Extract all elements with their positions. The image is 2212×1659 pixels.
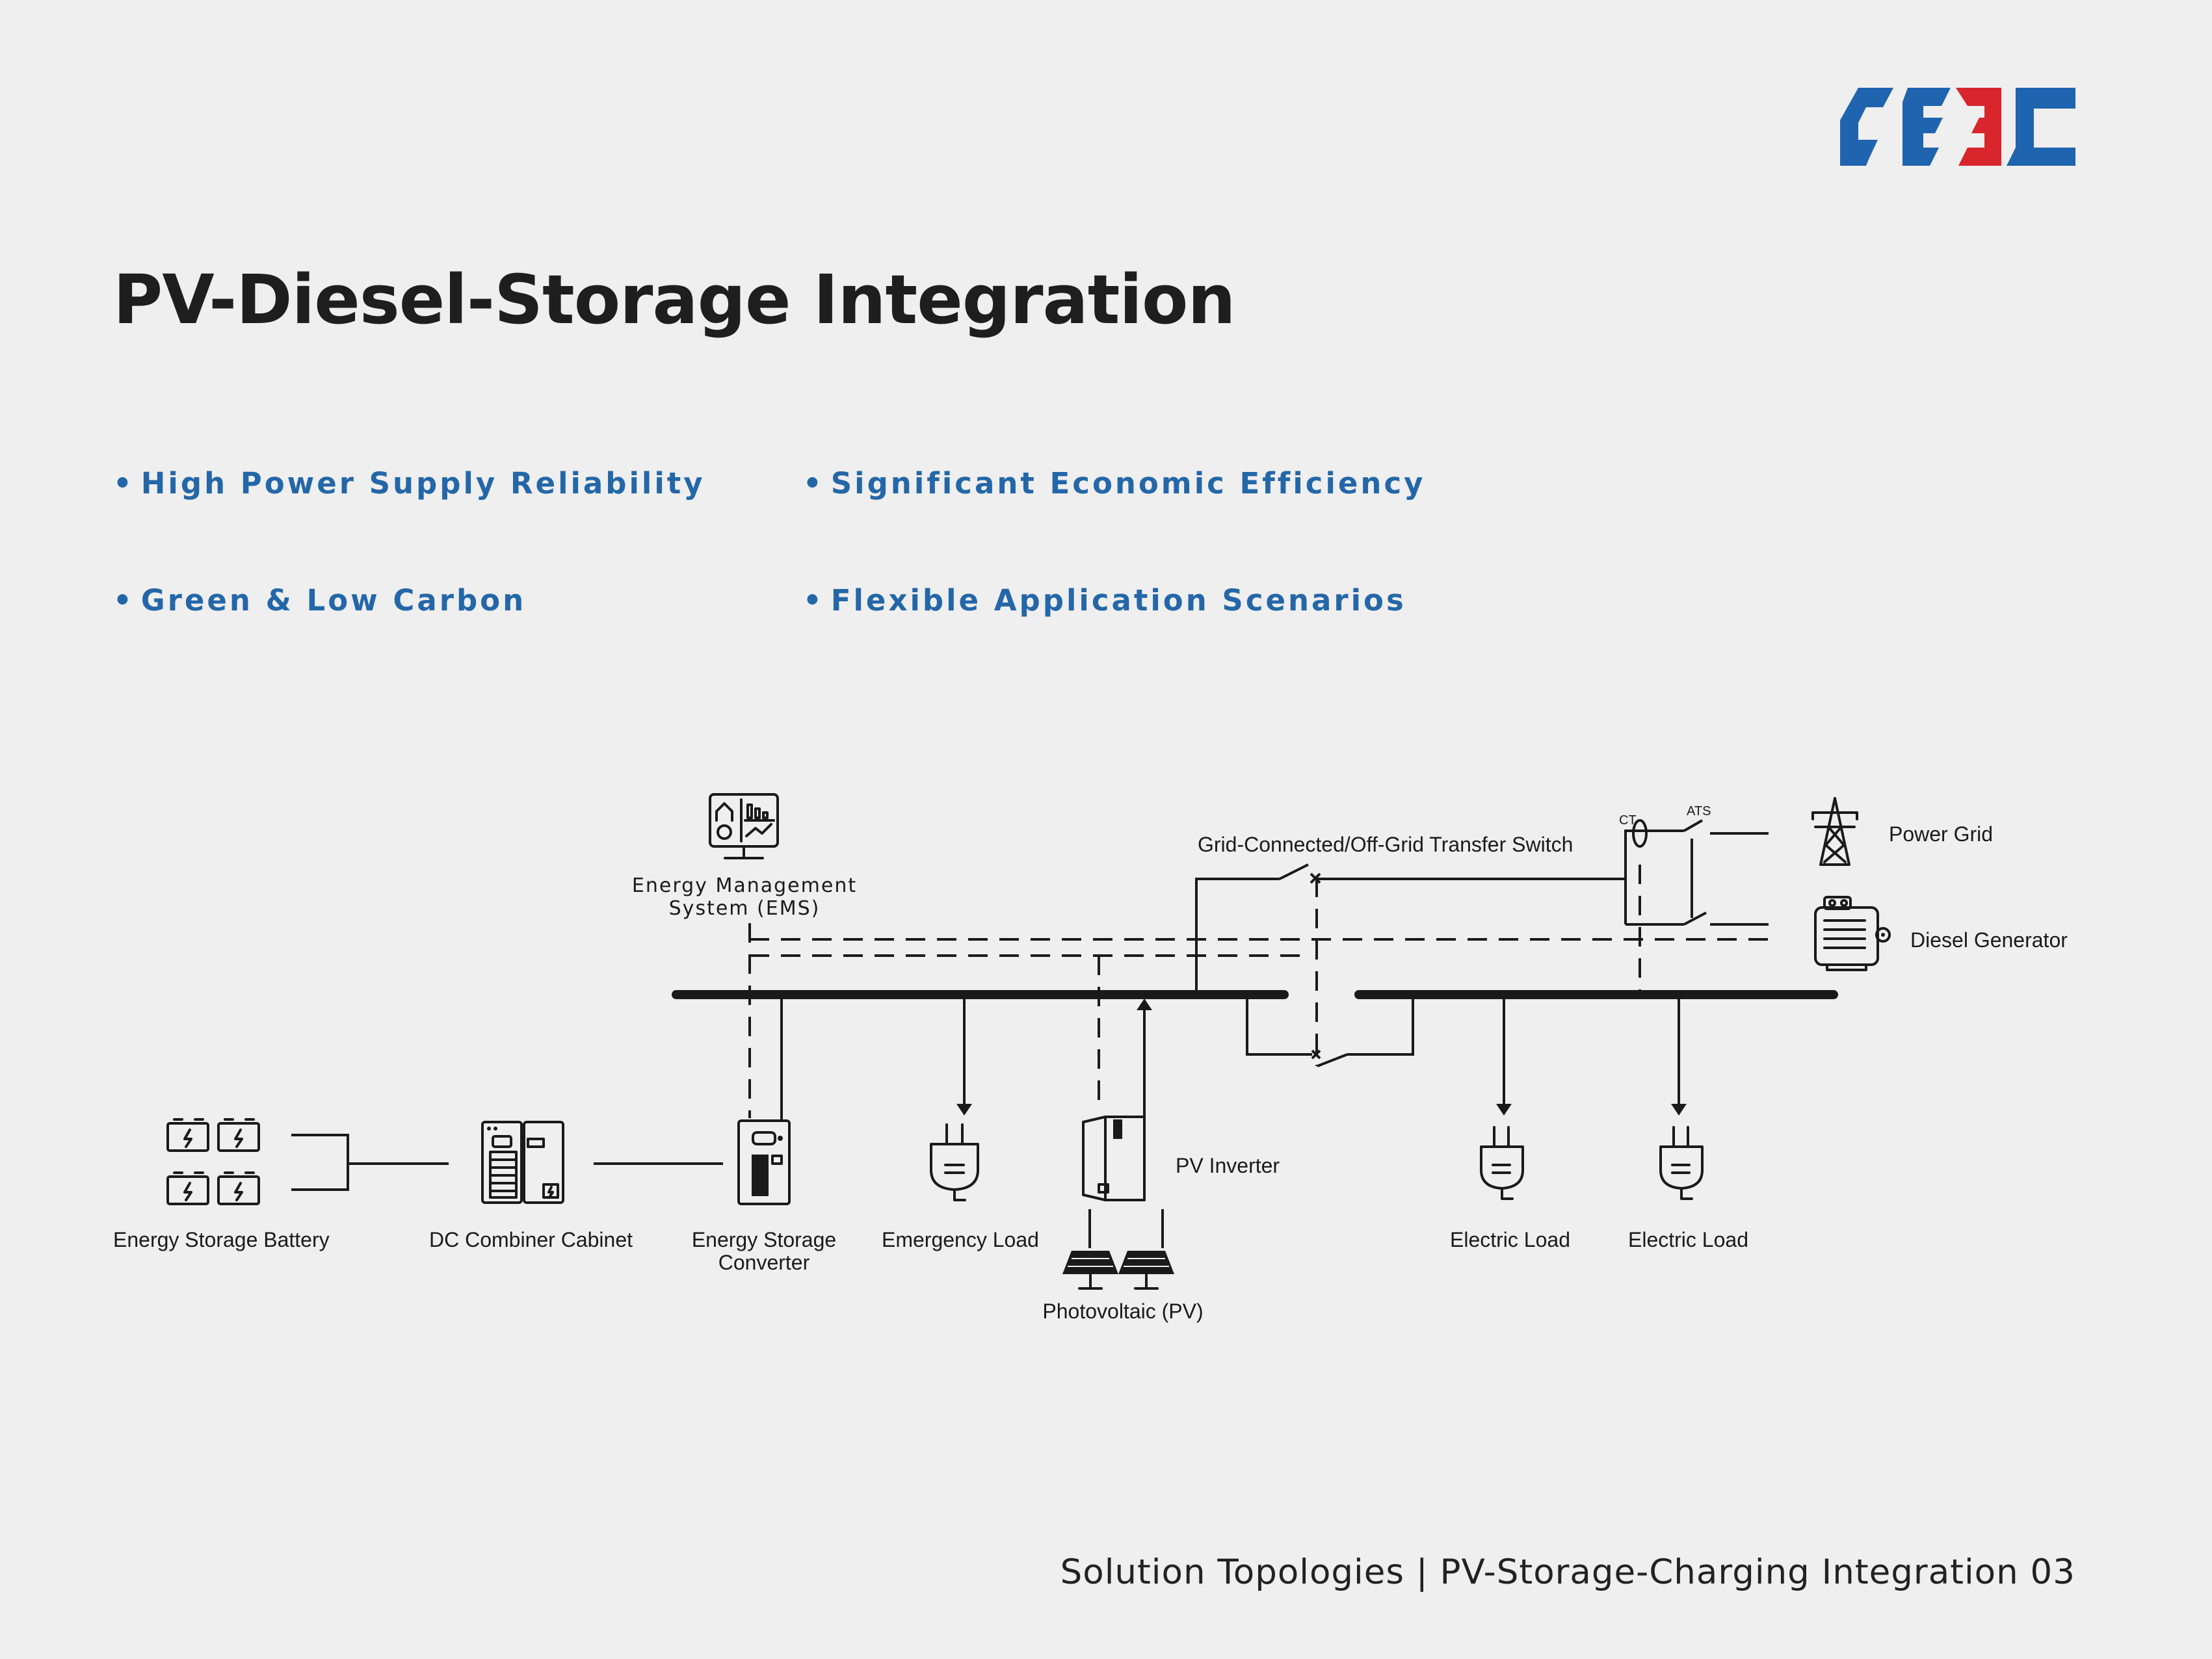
ems-label-2: System (EMS) [669,897,821,920]
transfer-switch-lower [1246,998,1414,1067]
converter-icon [737,1119,791,1205]
electric-load-1-plug-icon [1480,1126,1524,1200]
logo-letter-c-1 [1840,88,1893,166]
ems-label-1: Energy Management [632,874,857,897]
brand-logo [1840,88,2075,166]
feature-reliability: •High Power Supply Reliability [113,466,705,501]
converter-label-1: Energy Storage [692,1228,836,1251]
feature-green: •Green & Low Carbon [113,583,527,618]
battery-link [291,1134,349,1191]
logo-letter-e-1 [1903,88,1951,166]
power-grid-label: Power Grid [1889,822,1993,846]
battery-label: Energy Storage Battery [113,1228,330,1251]
battery-icon [166,1118,260,1205]
pv-panels-icon [1062,1251,1174,1290]
converter-label-2: Converter [718,1251,810,1274]
dc-combiner-icon [481,1121,564,1204]
pv-inverter-feed [1137,999,1152,1117]
electric-load-2-feed [1671,998,1687,1116]
pv-label: Photovoltaic (PV) [1042,1300,1203,1323]
logo-letter-c-2 [2007,88,2075,166]
pv-inverter-label: PV Inverter [1176,1154,1280,1177]
power-grid-icon [1811,797,1858,866]
electric-load-1-label: Electric Load [1450,1228,1570,1251]
page-title: PV-Diesel-Storage Integration [113,260,1236,339]
ats-block [1624,819,1769,926]
pv-inverter-icon [1082,1116,1146,1201]
diesel-generator-label: Diesel Generator [1910,928,2068,952]
transfer-switch-upper [1195,863,1626,991]
logo-letter-e-red [1956,88,2001,166]
electric-load-2-label: Electric Load [1628,1228,1748,1251]
dc-combiner-label: DC Combiner Cabinet [429,1228,633,1251]
diesel-generator-icon [1814,896,1891,971]
footer-caption: Solution Topologies | PV-Storage-Chargin… [1060,1552,2075,1592]
pv-link [1088,1209,1164,1248]
ats-label: ATS [1687,804,1711,818]
feature-flexible: •Flexible Application Scenarios [803,583,1406,618]
feature-economic: •Significant Economic Efficiency [803,466,1426,501]
emergency-load-plug-icon [930,1123,979,1201]
electric-load-1-feed [1496,998,1512,1116]
ct-label: CT [1619,813,1637,828]
ems-comm-lines [748,865,1769,1118]
emergency-load-label: Emergency Load [882,1228,1039,1251]
ems-icon [709,793,779,859]
electric-load-2-plug-icon [1659,1126,1704,1200]
transfer-switch-label: Grid-Connected/Off-Grid Transfer Switch [1198,833,1573,856]
emergency-load-feed [956,998,972,1116]
